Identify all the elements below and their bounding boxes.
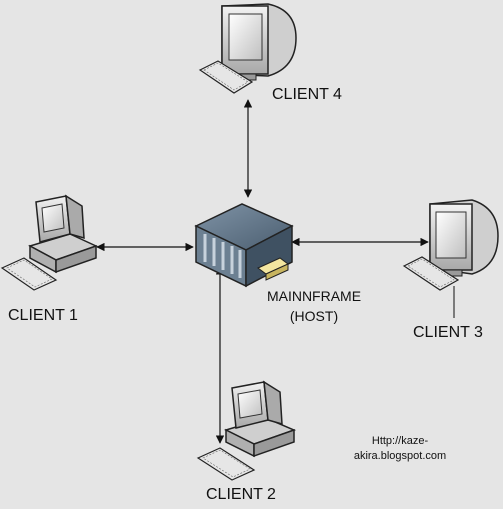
client2-label: CLIENT 2	[206, 486, 276, 503]
client1-computer-icon	[0, 194, 98, 291]
watermark-line2: akira.blogspot.com	[353, 450, 447, 462]
client4-computer-icon	[198, 3, 297, 94]
mainframe-server-icon	[194, 203, 294, 288]
client3-computer-icon	[402, 199, 499, 291]
client4-label: CLIENT 4	[272, 86, 342, 103]
client3-label: CLIENT 3	[413, 324, 483, 341]
connections	[96, 99, 455, 444]
host-label-line1: MAINNFRAME	[266, 288, 362, 304]
watermark: Http://kaze- akira.blogspot.com	[340, 434, 460, 464]
watermark-line1: Http://kaze-	[371, 435, 429, 447]
host-label: MAINNFRAME (HOST)	[254, 286, 374, 326]
host-label-line2: (HOST)	[289, 308, 339, 324]
client1-label: CLIENT 1	[8, 307, 78, 324]
client2-computer-icon	[196, 380, 297, 481]
